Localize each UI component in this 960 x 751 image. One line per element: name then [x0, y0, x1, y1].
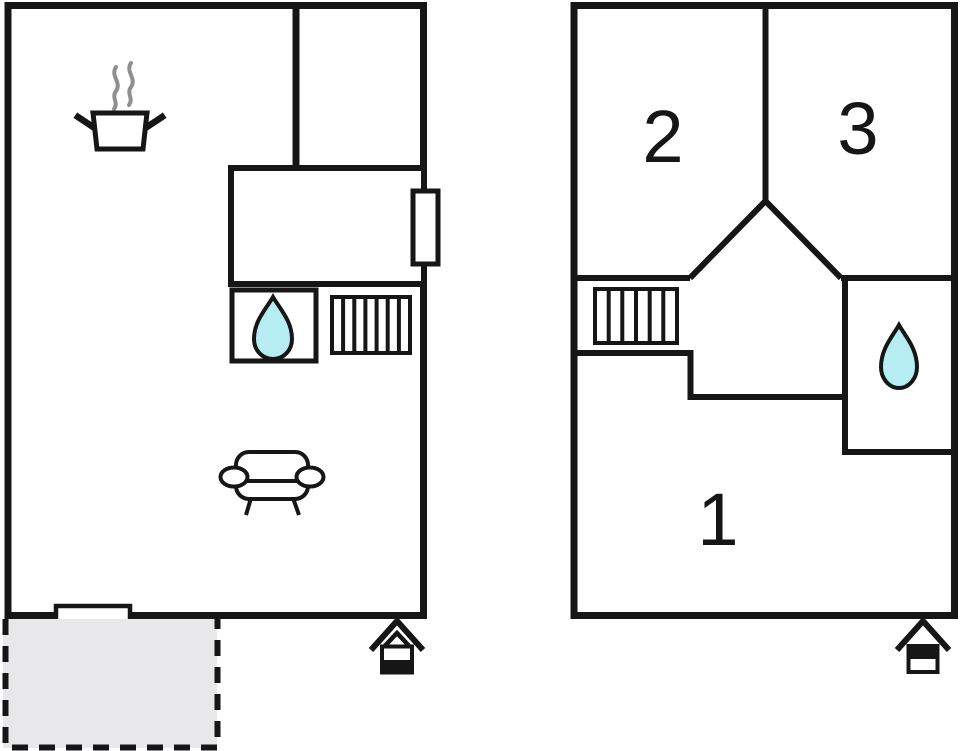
house-entrance-marker-upper-roof	[894, 616, 952, 653]
sink-water-drop-icon	[251, 293, 295, 362]
sofa-armrest-right	[294, 465, 326, 489]
room-label-1: 1	[697, 478, 738, 561]
cooking-pot-icon	[90, 110, 150, 152]
ground-floor-plan	[2, 2, 441, 751]
terrace-dashed-area	[3, 619, 217, 748]
upper-floor-plan: 2 3 1	[570, 2, 958, 674]
room-label-2: 2	[642, 95, 683, 178]
window	[410, 188, 441, 267]
staircase-upper-treads	[606, 289, 666, 343]
landing-wall	[570, 350, 845, 400]
staircase-ground-treads	[341, 297, 401, 353]
house-entrance-marker-ground-roof	[368, 616, 426, 653]
terrace-dashed-border	[2, 619, 221, 751]
bedroom-diagonal-walls	[687, 196, 844, 281]
house-entrance-marker-upper-fill	[906, 644, 940, 659]
bathroom-water-drop-icon	[878, 320, 920, 391]
kitchen-counter	[228, 165, 427, 287]
house-entrance-marker-ground-inner-roof	[380, 629, 414, 651]
sofa-armrest-left	[218, 465, 250, 489]
room-label-3: 3	[837, 87, 878, 170]
house-entrance-marker-ground-fill	[380, 660, 414, 675]
steam-icon	[112, 61, 135, 111]
cooking-pot-handles	[73, 112, 167, 132]
bathroom-walls	[842, 278, 958, 455]
